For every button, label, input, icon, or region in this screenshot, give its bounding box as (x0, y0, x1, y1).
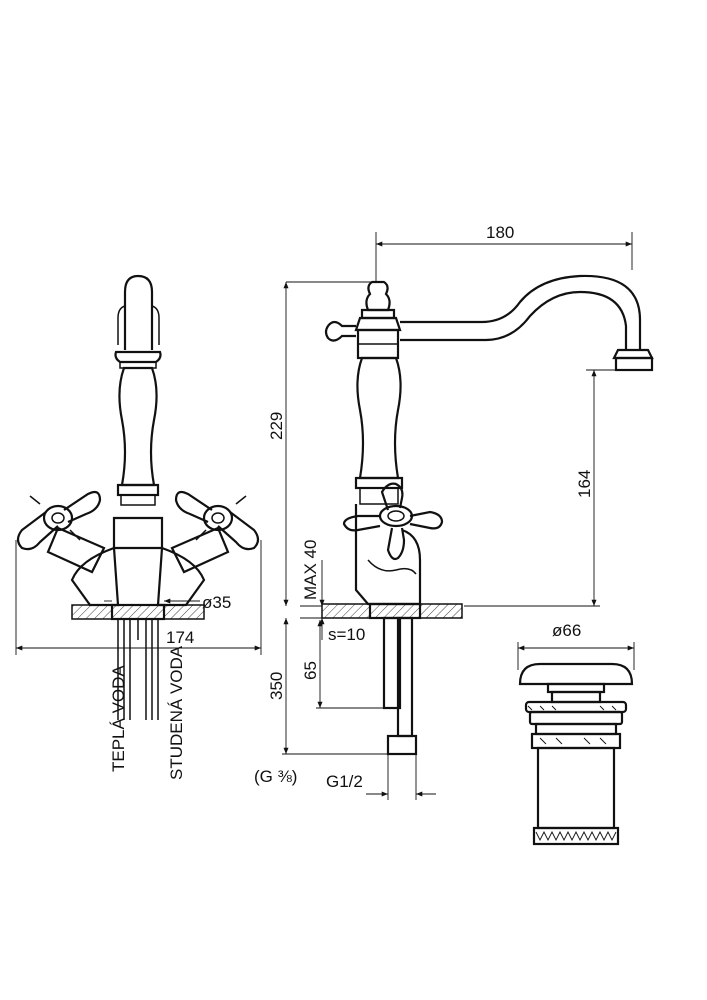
dim-width-174: 174 (166, 628, 194, 647)
waste-body (536, 746, 616, 830)
side-body (356, 356, 402, 480)
side-spout (400, 274, 642, 350)
front-body (118, 366, 158, 487)
waste-cap (518, 662, 634, 686)
label-cold-water: STUDENÁ VODA (167, 645, 186, 780)
side-base-plate (321, 603, 463, 619)
waste-view (517, 642, 635, 846)
dim-spout-164: 164 (575, 470, 594, 498)
front-left-handle (16, 511, 59, 551)
dim-diameter-35: ø35 (202, 593, 231, 612)
front-view (15, 274, 262, 720)
dim-thread-g12: G1/2 (326, 772, 363, 791)
side-cross-handle (342, 482, 444, 561)
dim-reach-180: 180 (486, 223, 514, 242)
front-top-lever (123, 274, 154, 350)
front-collar (114, 350, 162, 364)
dim-hose-thread-g38: (G ⅜) (254, 767, 297, 786)
front-hoses (117, 619, 159, 720)
side-finial (365, 280, 391, 312)
side-knob (324, 320, 356, 342)
front-base-block (112, 516, 164, 550)
dim-height-229: 229 (267, 412, 286, 440)
front-right-handle (217, 511, 260, 551)
dim-waste-diameter-66: ø66 (552, 621, 581, 640)
dim-wall-s10: s=10 (328, 625, 365, 644)
dim-hose-350: 350 (267, 672, 286, 700)
dim-rod-65: 65 (301, 661, 320, 680)
front-left-valve (70, 546, 120, 607)
side-view (282, 232, 654, 800)
label-hot-water: TEPLÁ VODA (109, 665, 128, 772)
front-base-plate (71, 604, 205, 620)
front-right-valve (156, 546, 206, 607)
dim-max-40: MAX 40 (301, 540, 320, 600)
